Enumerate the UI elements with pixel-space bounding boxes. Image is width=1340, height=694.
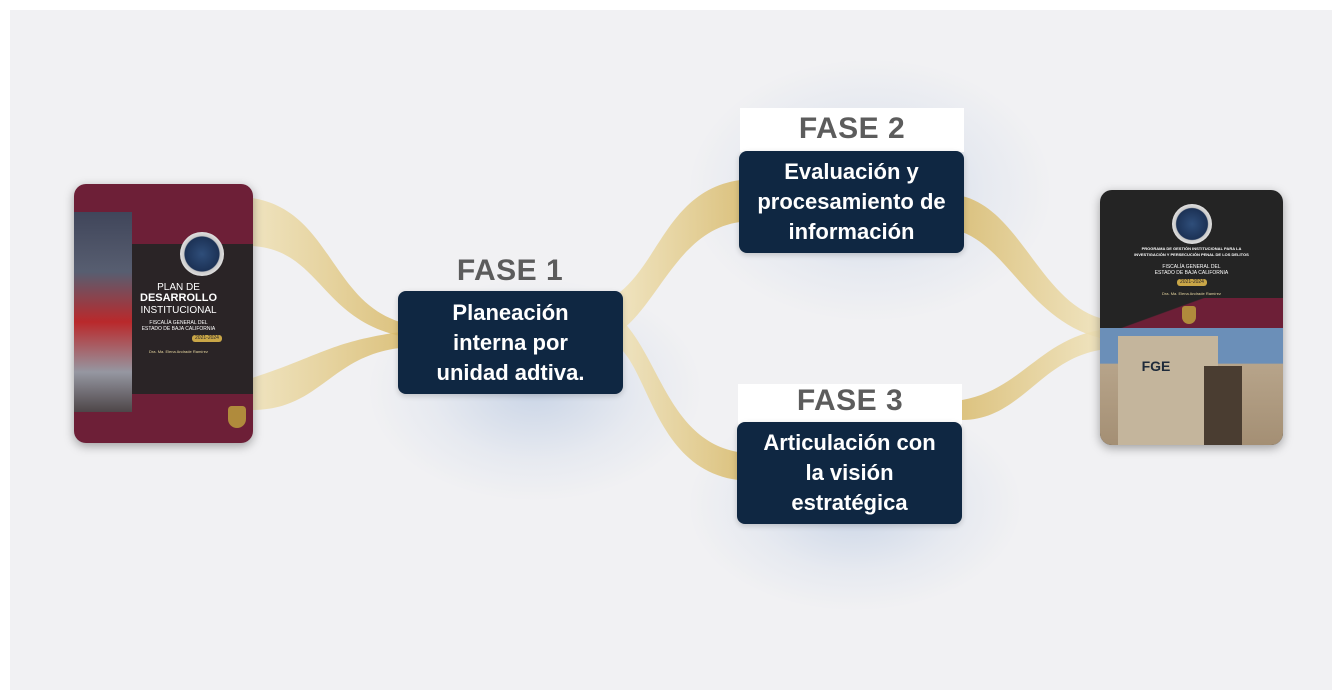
cover-author: Dra. Ma. Elena Andrade Ramírez [149,349,208,354]
ribbon-left-upper [252,198,400,336]
cover-years: 2021-2024 [195,335,219,341]
fase-3-line-3: estratégica [791,490,908,515]
cover-years-pill [1177,279,1207,286]
seal-icon [180,232,224,276]
building-door [1204,366,1242,445]
cover-years: 2021-2024 [1180,279,1204,285]
building-sign: FGE [1141,358,1171,374]
programa-gestion-cover: PROGRAMA DE GESTIÓN INSTITUCIONAL PARA L… [1100,190,1283,445]
cover-org-1: FISCALÍA GENERAL DEL [149,320,208,326]
plan-desarrollo-cover: PLAN DE DESARROLLO INSTITUCIONAL FISCALÍ… [74,184,253,443]
cover-years-pill [192,335,222,342]
cover-org-2: ESTADO DE BAJA CALIFORNIA [1154,270,1229,276]
fase-2-line-1: Evaluación y [784,159,919,184]
fase-3-box: Articulación con la visión estratégica [737,422,962,524]
fase-2-line-3: información [788,219,915,244]
ribbon-left-lower [252,332,400,410]
fase-3-title: FASE 3 [796,384,904,417]
fase-3-line-1: Articulación con [763,430,936,455]
cover-line-2: DESARROLLO [140,292,217,304]
cover-title-1: PROGRAMA DE GESTIÓN INSTITUCIONAL PARA L… [1141,246,1242,251]
fase-2-header [740,108,964,152]
ribbon-to-fase-2 [620,180,740,330]
fase-1-box: Planeación interna por unidad adtiva. [398,291,623,394]
building-facade [1118,336,1218,445]
ribbon-fase-2-out [962,196,1100,338]
cover-line-1: PLAN DE [157,282,200,293]
fase-1-line-1: Planeación [452,299,569,325]
fase-1-title: FASE 1 [456,254,564,287]
fase-2-box: Evaluación y procesamiento de informació… [739,151,964,253]
fase-2-line-2: procesamiento de [757,189,946,214]
fase-1-line-2: interna por [453,329,568,355]
fase-3-header [738,384,962,424]
cover-line-3: INSTITUCIONAL [140,305,217,316]
cover-photo-band [74,212,132,412]
ribbon-to-fase-3 [622,320,738,480]
ribbon-fase-3-out [962,330,1100,420]
cover-author: Dra. Ma. Elena Andrade Ramírez [1162,291,1221,296]
fase-2-title: FASE 2 [798,112,906,145]
cover-org-2: ESTADO DE BAJA CALIFORNIA [141,326,216,332]
crest-icon [1182,306,1196,324]
cover-org-1: FISCALÍA GENERAL DEL [1162,264,1221,270]
cover-title-2: INVESTIGACIÓN Y PERSECUCIÓN PENAL DE LOS… [1134,252,1249,257]
fase-3-line-2: la visión [805,460,894,485]
seal-icon [1172,204,1212,244]
crest-icon [228,406,246,428]
fase-1-line-3: unidad adtiva. [436,359,585,385]
